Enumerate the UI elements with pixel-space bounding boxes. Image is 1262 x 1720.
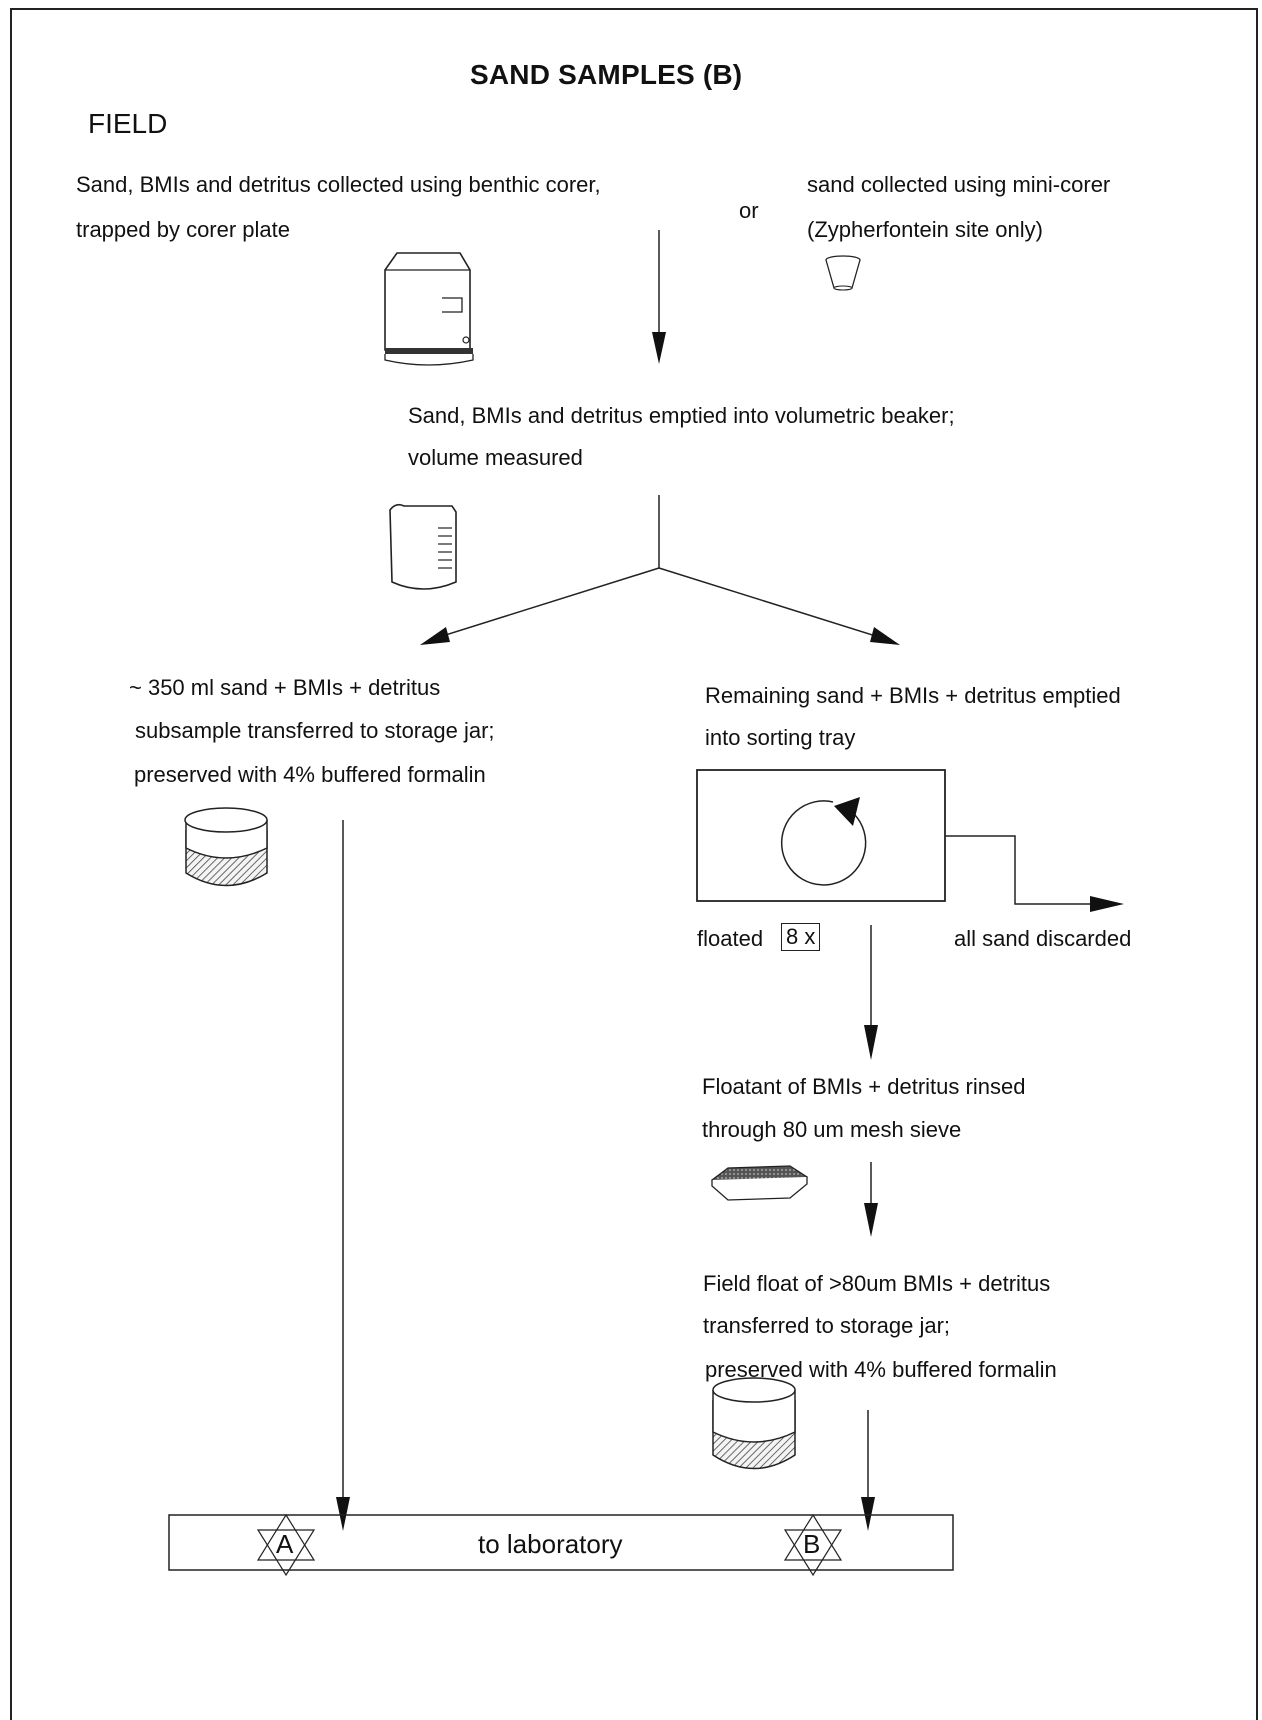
step-subsample-line2: subsample transferred to storage jar; [135, 718, 495, 743]
step-remaining-line2: into sorting tray [705, 725, 856, 750]
mesh-sieve-icon [710, 1165, 809, 1201]
step-fieldfloat-line1: Field float of >80um BMIs + detritus [703, 1271, 1051, 1296]
split-connector [420, 495, 900, 645]
step-beaker-line1: Sand, BMIs and detritus emptied into vol… [408, 403, 955, 428]
volumetric-beaker-icon [389, 503, 457, 590]
mini-corer-icon [825, 255, 861, 291]
step-floatant-line1: Floatant of BMIs + detritus rinsed [702, 1074, 1026, 1099]
star-marker-b [783, 1513, 843, 1577]
step-corer-line1: Sand, BMIs and detritus collected using … [76, 172, 601, 197]
laboratory-label: to laboratory [478, 1529, 623, 1559]
star-marker-a [256, 1513, 316, 1577]
floated-label: floated [697, 926, 764, 951]
arrow-corer-to-beaker [652, 230, 666, 364]
step-subsample-line1: ~ 350 ml sand + BMIs + detritus [129, 675, 441, 700]
step-subsample-line3: preserved with 4% buffered formalin [134, 762, 486, 787]
step-minicorer-line2: (Zypherfontein site only) [807, 217, 1043, 242]
marker-a-label: A [276, 1529, 294, 1559]
step-fieldfloat-line2: transferred to storage jar; [703, 1313, 951, 1338]
floated-count-badge: 8 x [781, 923, 821, 951]
page-title: SAND SAMPLES (B) [470, 59, 743, 90]
step-minicorer-line1: sand collected using mini-corer [807, 172, 1111, 197]
step-corer-line2: trapped by corer plate [76, 217, 291, 242]
step-fieldfloat-line3: preserved with 4% buffered formalin [705, 1357, 1057, 1382]
step-floatant-line2: through 80 um mesh sieve [702, 1117, 962, 1142]
page-frame [10, 8, 1258, 1720]
marker-b-label: B [803, 1529, 821, 1559]
arrow-subsample-to-lab [336, 820, 350, 1531]
or-label: or [739, 198, 759, 223]
step-remaining-line1: Remaining sand + BMIs + detritus emptied [705, 683, 1121, 708]
arrow-tray-to-floatant [864, 925, 878, 1060]
laboratory-bar [168, 1514, 954, 1571]
section-heading-field: FIELD [88, 108, 168, 139]
arrow-floatant-to-fieldfloat [864, 1162, 878, 1237]
benthic-corer-icon [384, 252, 474, 366]
discarded-label: all sand discarded [954, 926, 1132, 951]
step-beaker-line2: volume measured [408, 445, 583, 470]
arrow-fieldfloat-to-lab [861, 1410, 875, 1531]
sorting-tray [696, 769, 1124, 912]
storage-jar-right-icon [712, 1377, 796, 1470]
storage-jar-left-icon [184, 807, 268, 887]
